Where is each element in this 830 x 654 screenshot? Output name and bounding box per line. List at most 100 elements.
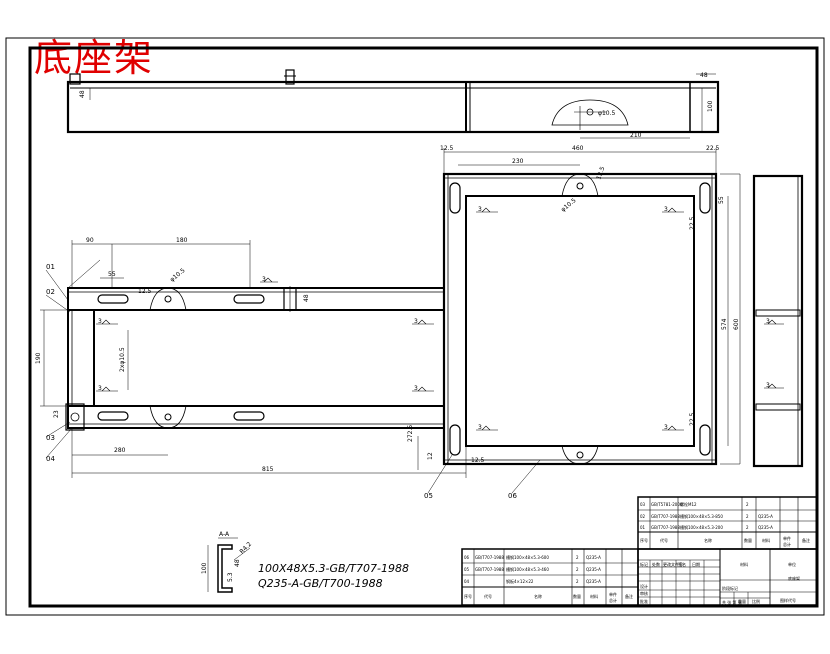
bom-lower-header-no: 序号: [464, 593, 472, 599]
bom-lower-name: 钢板4×12×22: [506, 578, 534, 584]
bom-upper-header-note: 备注: [802, 537, 810, 543]
part-label-04: 04: [46, 455, 55, 463]
dim-frame-hole: φ10.5: [560, 197, 578, 214]
bom-lower-qty: 2: [576, 555, 579, 560]
dim-rail-clear: 272.5: [407, 425, 414, 442]
bom-upper-no: 03: [640, 502, 646, 507]
dim-rail-left-offset: 90: [86, 237, 94, 244]
tb-stage: 阶段标记: [722, 585, 738, 591]
weld-size-2: 3: [414, 385, 418, 392]
tb-label-date: 日期: [692, 561, 700, 567]
dim-top-hole: φ10.5: [598, 110, 616, 117]
weld-size-8: 3: [664, 424, 668, 431]
side-view: [752, 174, 804, 468]
bom-upper-no: 01: [640, 525, 646, 530]
bom-upper-name: 槽钢100×48×5.3-200: [680, 524, 723, 530]
part-label-06: 06: [508, 492, 517, 500]
bom-lower-header-qty: 数量: [573, 593, 581, 599]
tb-label-change: 更改文件号: [663, 561, 683, 567]
tb-unit: 单位: [788, 561, 796, 567]
part-label-03: 03: [46, 434, 55, 442]
bom-lower-header-name: 名称: [534, 593, 542, 599]
bom-upper-code: GB/T5781-2000: [651, 502, 683, 507]
bom-upper-rows: 03 GB/T5781-2000 螺栓M12 2 02 GB/T707-1988…: [640, 501, 810, 547]
dim-top-width: 48: [700, 72, 708, 79]
tb-design: 设计: [640, 583, 648, 589]
bom-lower-header-mat: 材料: [590, 593, 598, 599]
rail-view: [40, 240, 467, 478]
bom-upper-qty: 2: [746, 514, 749, 519]
dim-frame-slot-width: 55: [718, 196, 725, 204]
tb-weight: 重量: [738, 598, 746, 604]
bom-lower-no: 04: [464, 579, 470, 584]
material-spec-line-1: 100X48X5.3-GB/T707-1988: [258, 562, 409, 575]
tb-check: 审核: [640, 590, 648, 596]
dim-rail-small-b: 48: [303, 294, 310, 302]
dim-frame-inner: 230: [512, 158, 524, 165]
weld-symbols: [96, 207, 784, 431]
section-radius: R4.2: [238, 541, 253, 556]
bom-lower-qty: 2: [576, 579, 579, 584]
tb-drawing-no: 图样代号: [780, 597, 796, 603]
dim-frame-offset-right: 22.5: [706, 145, 720, 152]
bom-lower-qty: 2: [576, 567, 579, 572]
weld-size-4: 3: [98, 385, 102, 392]
tb-scale: 比例: [752, 598, 760, 604]
dim-rail-small: 12.5: [138, 288, 152, 295]
frame-view: [442, 148, 741, 466]
bom-upper-header-name: 名称: [704, 537, 712, 543]
dim-frame-slot-right: 22.5: [689, 216, 696, 230]
bom-upper-mat: Q235-A: [758, 525, 773, 530]
dim-rail-end-height: 12: [427, 452, 434, 460]
title-block-grid: [637, 548, 818, 606]
dim-rail-small-a: 23: [53, 410, 60, 418]
bom-lower-no: 06: [464, 555, 470, 560]
section-label: A-A: [219, 531, 230, 538]
bom-upper-mat: Q235-A: [758, 514, 773, 519]
drawing-title: 底座架: [34, 36, 155, 80]
dim-top-offset: 210: [630, 132, 642, 139]
tb-label-mark: 标记: [640, 561, 648, 567]
top-view: [66, 69, 720, 139]
bom-upper-name: 螺栓M12: [680, 501, 697, 507]
material-spec-line-2: Q235-A-GB/T700-1988: [258, 577, 383, 590]
outer-border: [5, 37, 825, 616]
dim-rail-slot-width: 55: [108, 271, 116, 278]
dim-top-depth: 100: [707, 100, 714, 112]
dim-rail-width: 190: [35, 352, 42, 364]
part-label-01: 01: [46, 263, 55, 271]
bom-upper-header-weight: 单件: [783, 535, 791, 541]
dim-frame-height: 600: [733, 318, 740, 330]
part-label-05: 05: [424, 492, 433, 500]
weld-size-5: 3: [478, 206, 482, 213]
bom-upper-qty: 2: [746, 502, 749, 507]
tb-label-count: 处数: [652, 561, 660, 567]
bom-upper-name: 槽钢100×48×5.3-850: [680, 513, 723, 519]
tb-sheet: 共 张 第 张: [722, 599, 742, 605]
section-web: 5.3: [227, 572, 234, 582]
bom-lower-mat: Q235-A: [586, 579, 601, 584]
bom-upper-header-total: 总计: [783, 541, 791, 547]
dim-rail-overall: 815: [262, 466, 274, 473]
tb-label-sign: 签名: [678, 561, 686, 567]
dim-frame-slot-bottom: 22.5: [689, 412, 696, 426]
section-height: 100: [201, 562, 208, 574]
bom-upper-code: GB/T707-1988: [651, 514, 680, 519]
dim-frame-offset-left: 12.5: [440, 145, 454, 152]
bom-upper-header-qty: 数量: [744, 537, 752, 543]
bom-lower-name: 槽钢100×48×5.3-460: [506, 566, 549, 572]
bom-lower-header-weight: 单件: [609, 591, 617, 597]
dim-frame-width: 460: [572, 145, 584, 152]
section-aa: [207, 537, 251, 593]
inner-border: [28, 46, 819, 608]
weld-size-1: 3: [414, 318, 418, 325]
section-flange: 48: [234, 559, 241, 567]
bom-lower-header-total: 总计: [609, 597, 617, 603]
weld-size-9: 3: [766, 318, 770, 325]
part-label-02: 02: [46, 288, 55, 296]
bom-lower-name: 槽钢100×48×5.3-600: [506, 554, 549, 560]
weld-size-7: 3: [664, 206, 668, 213]
bom-lower-code: GB/T707-1988: [475, 567, 504, 572]
dim-top-flange: 48: [79, 90, 86, 98]
